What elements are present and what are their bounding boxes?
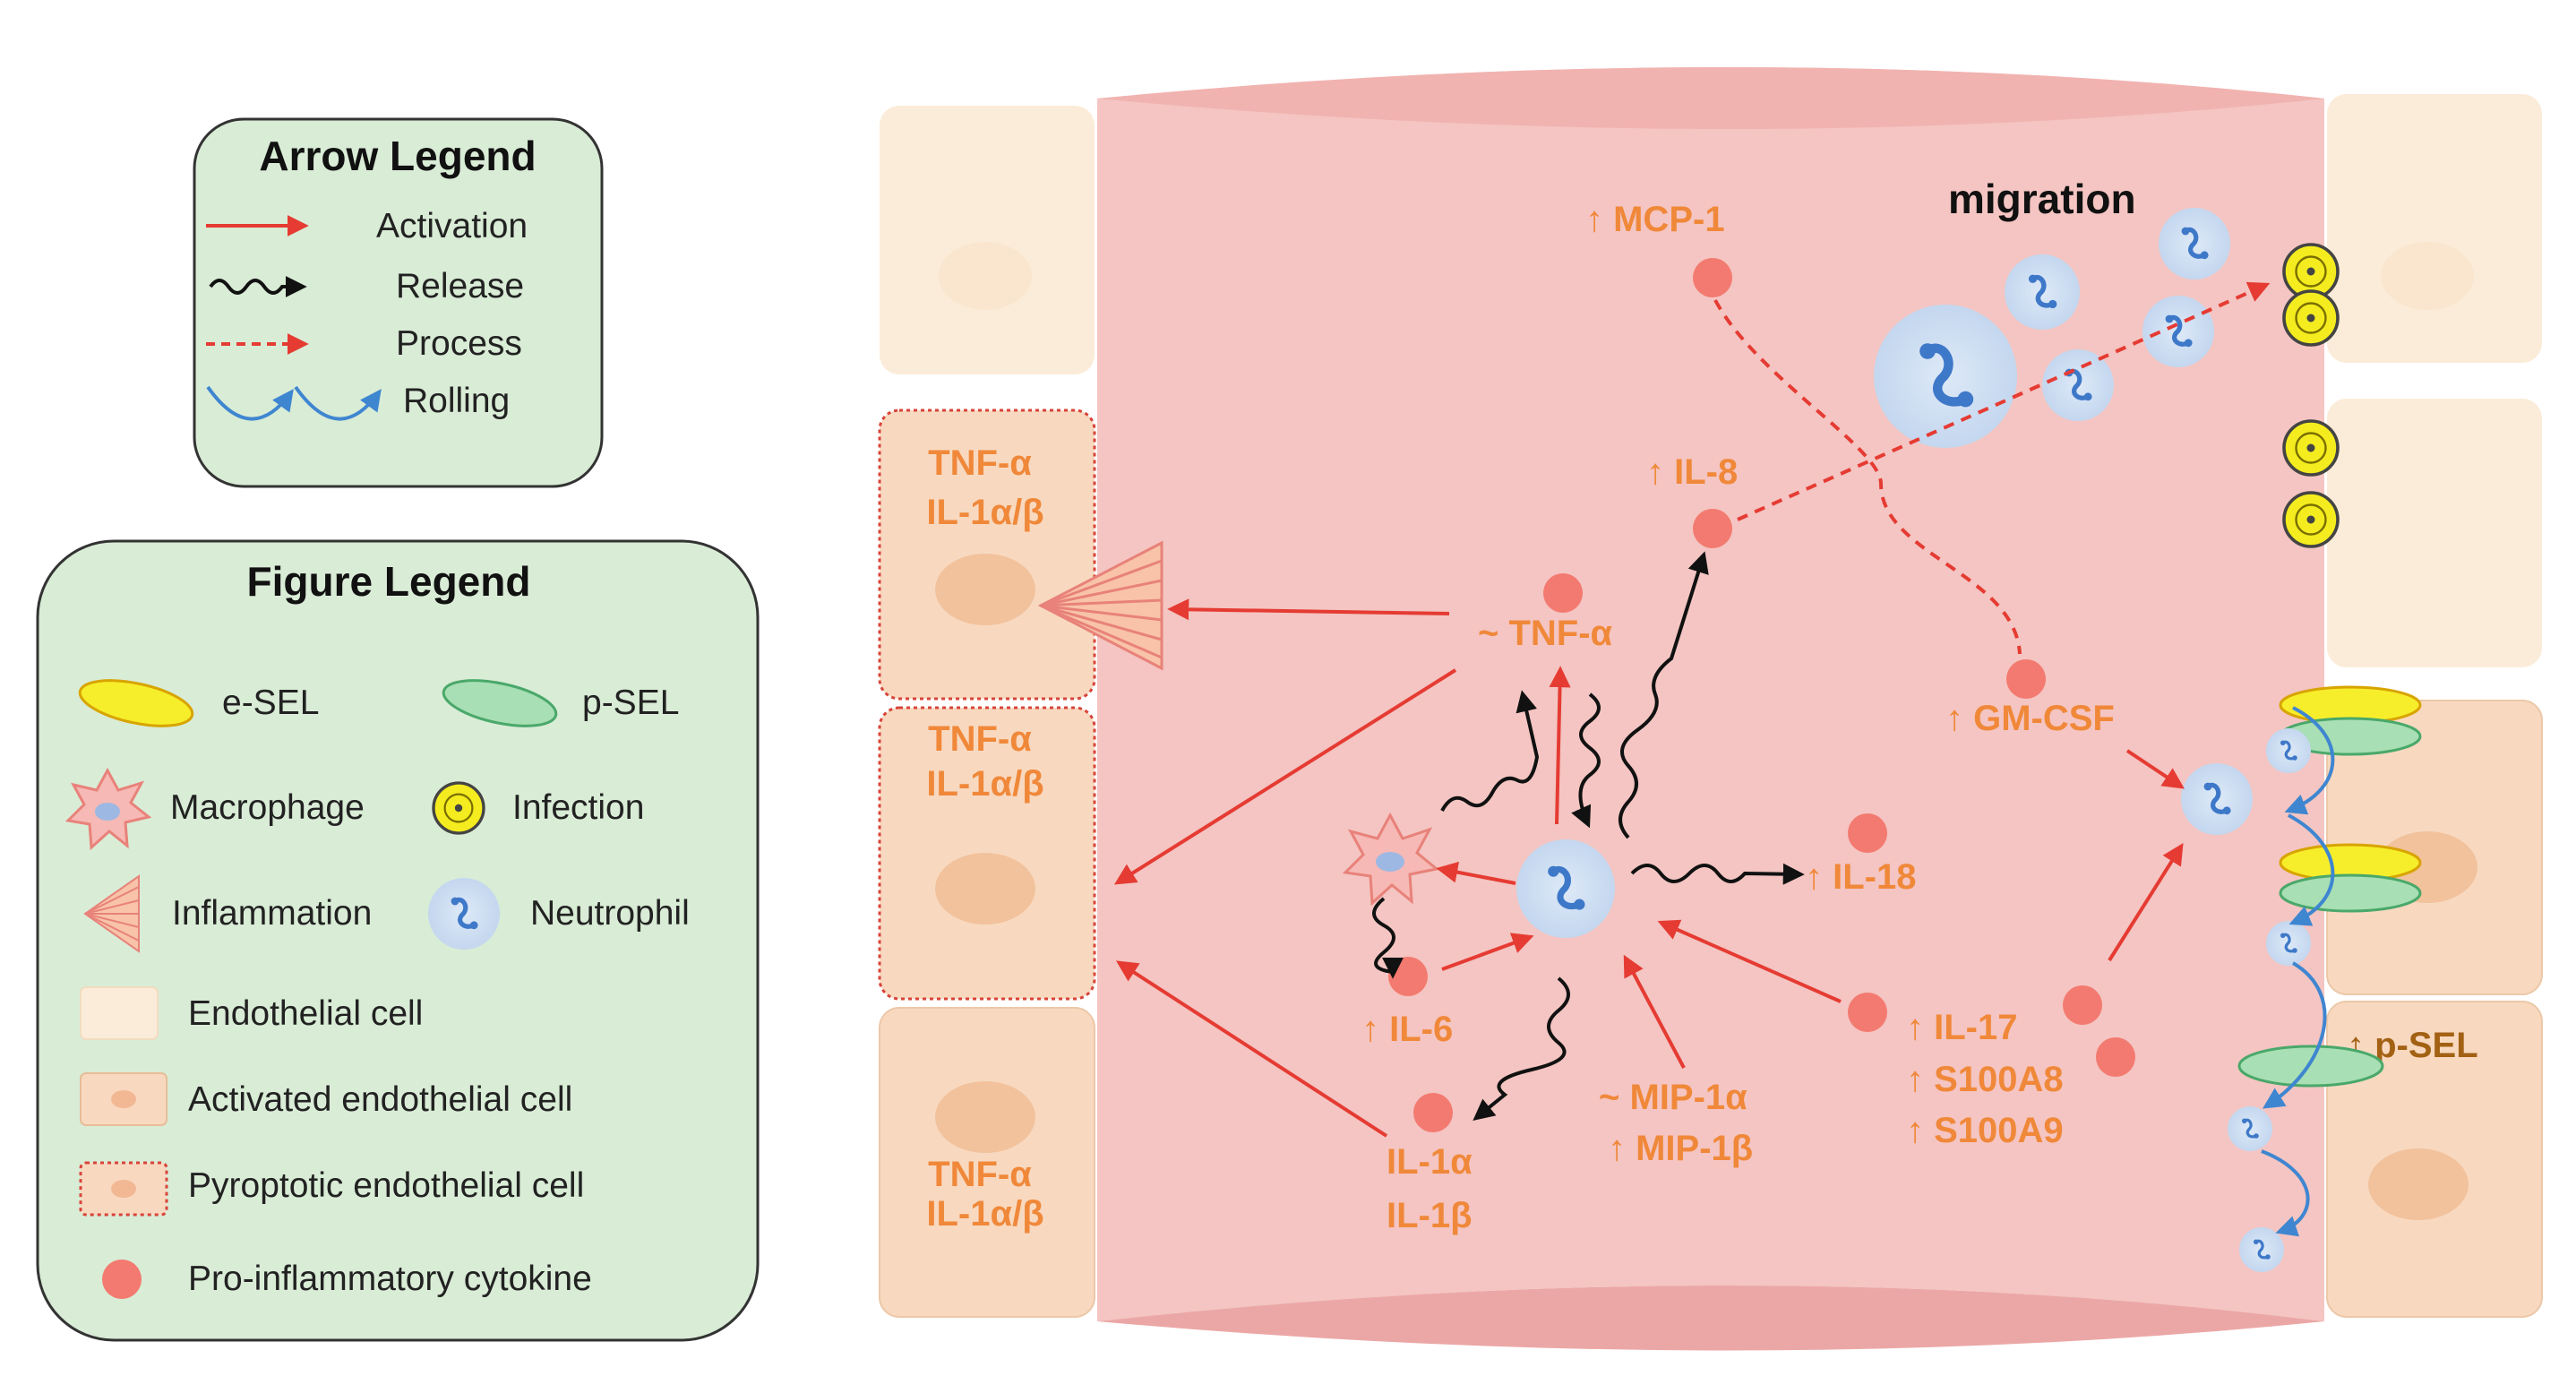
neutrophil-icon	[2266, 728, 2311, 773]
p-sel-ellipse-icon	[442, 679, 558, 727]
neutrophil-icon	[2005, 254, 2080, 330]
cytokine-il6	[1388, 957, 1428, 996]
blue-curved-arrows-icon	[206, 385, 382, 421]
activated-endothelial-cell: TNF-α IL-1α/β	[879, 1007, 1095, 1318]
legend-release-label: Release	[396, 267, 524, 305]
central-neutrophil-icon	[1516, 839, 1615, 938]
legend-cytokine-label: Pro-inflammatory cytokine	[188, 1260, 592, 1298]
release-arrows	[1372, 551, 1805, 1122]
cytokine-mcp1	[1693, 258, 1732, 297]
inflammation-fan	[1037, 540, 1163, 671]
legend-activated-label: Activated endothelial cell	[188, 1080, 572, 1119]
legend-inflammation-label: Inflammation	[172, 894, 372, 933]
legend-neutrophil-label: Neutrophil	[530, 894, 690, 933]
il1b-label: IL-1β	[1387, 1196, 1473, 1235]
endothelial-cell	[2327, 399, 2542, 667]
il17-label: ↑ IL-17	[1906, 1008, 2017, 1047]
cytokine-s100a9	[2096, 1037, 2135, 1077]
neutrophil-icon	[2239, 1227, 2284, 1272]
cytokine-icon	[102, 1260, 142, 1299]
blood-vessel	[1097, 67, 2324, 1351]
tnfa-label: ~ TNF-α	[1478, 614, 1613, 653]
legend-macrophage-label: Macrophage	[170, 788, 365, 827]
pyroptotic-endothelial-cell-icon	[79, 1161, 168, 1217]
neutrophil-icon	[2042, 349, 2114, 421]
figure-legend: Figure Legend e-SEL p-SEL Macrophage Inf…	[36, 539, 760, 1342]
legend-rolling-label: Rolling	[403, 382, 510, 420]
s100a9-label: ↑ S100A9	[1906, 1111, 2064, 1150]
infection-icon	[2284, 291, 2338, 345]
activation-arrows	[1113, 598, 2185, 1138]
activated-endothelial-cell-icon	[80, 1072, 167, 1126]
pyroptotic-endothelial-cell: TNF-α IL-1α/β	[878, 706, 1096, 1001]
cytokine-gmcsf	[2006, 659, 2046, 699]
infection-icon	[2284, 421, 2338, 475]
il1a-label: IL-1α	[1387, 1142, 1473, 1182]
arrow-legend-title: Arrow Legend	[259, 133, 536, 179]
endothelial-cell-icon	[80, 986, 159, 1040]
inflammation-icon	[83, 874, 140, 953]
neutrophil-icon	[2159, 208, 2230, 280]
il8-label: ↑ IL-8	[1646, 452, 1738, 492]
macrophage-icon	[64, 767, 152, 851]
infection-icon	[2284, 493, 2338, 546]
migration-label: migration	[1948, 176, 2136, 222]
mip1b-label: ↑ MIP-1β	[1608, 1129, 1753, 1168]
cytokine-tnfa	[1543, 573, 1583, 613]
legend-esel-label: e-SEL	[222, 684, 319, 722]
il18-label: ↑ IL-18	[1805, 857, 1916, 897]
infection-icon	[434, 783, 484, 833]
mip1a-label: ~ MIP-1α	[1599, 1078, 1747, 1117]
legend-pyroptotic-label: Pyroptotic endothelial cell	[188, 1166, 584, 1205]
legend-process-label: Process	[396, 324, 522, 363]
pyroptotic-endothelial-cell: TNF-α IL-1α/β	[878, 408, 1096, 701]
neutrophil-icon	[2142, 296, 2214, 367]
neutrophil-icon	[2228, 1106, 2272, 1151]
il6-label: ↑ IL-6	[1361, 1010, 1453, 1049]
cell-il1-label-3: IL-1α/β	[926, 1194, 1043, 1234]
left-endothelial-wall: TNF-α IL-1α/β TNF-α IL-1α/β TNF-α IL-1α/…	[878, 106, 1096, 1318]
cell-tnfa-label-2: TNF-α	[928, 719, 1032, 759]
figure-legend-title: Figure Legend	[247, 558, 531, 605]
right-endothelial-wall: ↑ p-SEL	[2326, 94, 2543, 1318]
cytokines	[1388, 258, 2135, 1132]
legend-activation-label: Activation	[376, 207, 528, 245]
arrow-legend: Arrow Legend Activation Release Process …	[193, 117, 604, 488]
cell-il1-label-1: IL-1α/β	[926, 493, 1043, 532]
cytokine-s100a8	[2063, 985, 2102, 1025]
cytokine-il8	[1693, 509, 1732, 548]
black-wavy-arrow-icon	[209, 276, 307, 297]
macrophage	[1342, 812, 1440, 907]
p-sel-ellipse	[2279, 873, 2422, 913]
cytokine-il18	[1848, 813, 1887, 853]
neutrophil-icon	[2181, 763, 2253, 835]
rolling-arrows	[2261, 706, 2335, 1237]
cell-tnfa-label-3: TNF-α	[928, 1155, 1032, 1194]
s100a8-label: ↑ S100A8	[1906, 1060, 2064, 1099]
cytokine-il1	[1413, 1093, 1453, 1132]
cytokine-il17	[1848, 993, 1887, 1032]
legend-infection-label: Infection	[512, 788, 644, 827]
endothelial-cell	[2327, 94, 2542, 363]
legend-psel-label: p-SEL	[582, 684, 679, 722]
cell-tnfa-label-1: TNF-α	[928, 443, 1032, 483]
mcp1-label: ↑ MCP-1	[1585, 200, 1725, 239]
neutrophil-icon	[2266, 921, 2311, 966]
legend-endothelial-label: Endothelial cell	[188, 994, 423, 1033]
p-sel-ellipse	[2237, 1045, 2384, 1088]
activated-endothelial-cell	[2326, 1001, 2543, 1318]
endothelial-cell	[880, 106, 1095, 374]
gmcsf-label: ↑ GM-CSF	[1945, 699, 2115, 738]
neutrophil-icon	[428, 878, 500, 950]
cell-il1-label-2: IL-1α/β	[926, 764, 1043, 804]
e-sel-ellipse-icon	[78, 679, 194, 727]
process-arrows	[1713, 281, 2271, 655]
